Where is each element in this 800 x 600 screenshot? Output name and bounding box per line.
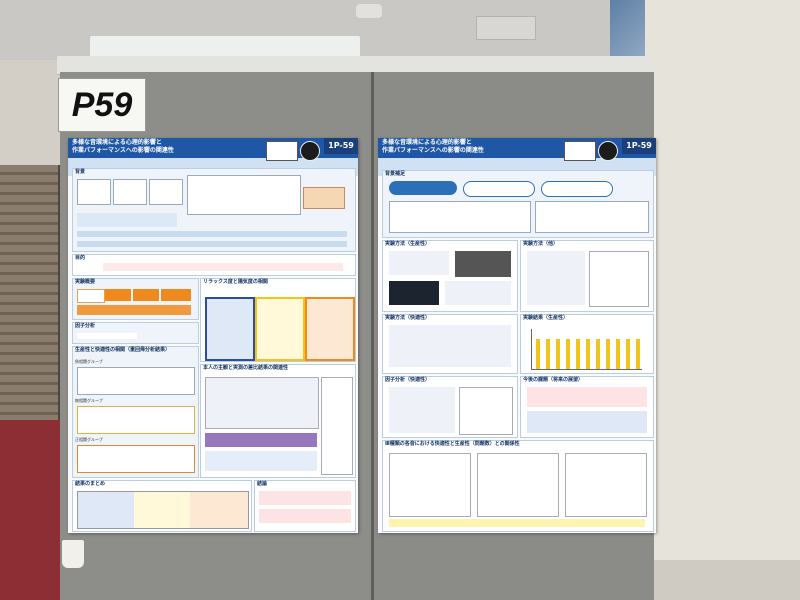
step-box (77, 289, 105, 303)
section-future: 今後の課題（将来の展望） (520, 376, 654, 438)
poster-right: 多様な音環境による心理的影響と 作業パフォーマンスへの影響の関連性 1P-59 … (378, 138, 656, 533)
section-method-other: 実験方法（他） (520, 240, 654, 312)
highlight-box (303, 187, 345, 209)
step-box (105, 289, 131, 301)
section-experiment: 実験概要 (72, 278, 199, 320)
legend-band (205, 433, 317, 447)
louvered-door (0, 165, 60, 420)
section-factor-comfort: 因子分析（快適性） (382, 376, 518, 438)
flow-box (149, 179, 183, 205)
step-box (133, 289, 159, 301)
paper-cup (62, 540, 84, 568)
step-box (77, 305, 191, 315)
regression-table (77, 406, 195, 434)
pill-shape (389, 181, 457, 195)
group-chart (305, 297, 355, 361)
caption-band (389, 519, 645, 527)
poster-badge: 1P-59 (622, 138, 656, 154)
diagram-box (389, 201, 531, 233)
matrix-figure (205, 377, 319, 429)
university-logo-icon (598, 141, 618, 161)
section-factor: 因子分析 (72, 322, 199, 344)
section-method-productivity: 実験方法（生産性） (382, 240, 518, 312)
text-block (445, 281, 511, 305)
poster-title: 多様な音環境による心理的影響と 作業パフォーマンスへの影響の関連性 (72, 139, 174, 154)
illustration-band (527, 411, 647, 433)
section-results-productivity: 実験結果（生産性） (520, 314, 654, 374)
correlation-chart (565, 453, 647, 517)
regression-table (77, 367, 195, 395)
bar-chart (531, 329, 642, 370)
illustration-icon (564, 141, 596, 161)
screen-photo (389, 281, 439, 305)
illustration-icon (266, 141, 298, 161)
step-box (161, 289, 191, 301)
section-self-eval: 本人の主観と実測の差比結果の関連性 (200, 364, 356, 478)
arrow-band (77, 241, 347, 247)
factor-text-band (77, 333, 137, 339)
group-chart (255, 297, 305, 361)
text-block (389, 251, 449, 275)
university-logo-icon (300, 141, 320, 161)
ceiling-light (90, 36, 360, 58)
correlation-chart (389, 453, 471, 517)
board-panel-gap (371, 72, 374, 600)
poster-left: 多様な音環境による心理的影響と 作業パフォーマンスへの影響の関連性 1P-59 … (68, 138, 358, 533)
pill-shape (541, 181, 613, 197)
flow-box (77, 179, 111, 205)
floor (645, 560, 800, 600)
text-block (389, 387, 455, 433)
diagram-box (535, 201, 649, 233)
purpose-text-band (103, 263, 343, 271)
regression-table (77, 445, 195, 473)
side-table (321, 377, 353, 475)
factor-table (459, 387, 513, 435)
section-conclusion: 結論 (254, 480, 356, 532)
room-photo (455, 251, 511, 277)
section-purpose: 目的 (72, 254, 356, 276)
note-band (205, 451, 317, 471)
ceiling-vent (476, 16, 536, 40)
summary-table (77, 491, 249, 529)
flow-box (113, 179, 147, 205)
diagram-box (187, 175, 301, 215)
ceiling-sensor (356, 4, 382, 18)
poster-number-sign: P59 (58, 78, 146, 132)
section-productivity: 生産性と快適性の相関（重回帰分析結果） 負相関グループ 無相関グループ 正相関グ… (72, 346, 199, 478)
conclusion-band (259, 509, 351, 523)
section-background: 背景 (72, 168, 356, 252)
text-block (389, 325, 511, 367)
section-background-supplement: 背景補足 (382, 170, 654, 238)
conclusion-band (259, 491, 351, 505)
text-block (527, 251, 585, 305)
poster-title: 多様な音環境による心理的影響と 作業パフォーマンスへの影響の関連性 (382, 139, 484, 154)
section-method-comfort: 実験方法（快適性） (382, 314, 518, 374)
right-wall (645, 0, 800, 600)
section-correlation: Ⅲ種類の各音における快適性と生産性（問題数）との関係性 (382, 440, 654, 532)
section-summary: 結果のまとめ (72, 480, 252, 532)
group-chart (205, 297, 255, 361)
pill-shape (463, 181, 535, 197)
data-table (589, 251, 649, 307)
correlation-chart (477, 453, 559, 517)
future-text-band (527, 387, 647, 407)
note-band (77, 213, 177, 227)
poster-badge: 1P-59 (324, 138, 358, 154)
arrow-band (77, 231, 347, 237)
section-relationship: リラックス度と陽気度の相関 (200, 278, 356, 362)
